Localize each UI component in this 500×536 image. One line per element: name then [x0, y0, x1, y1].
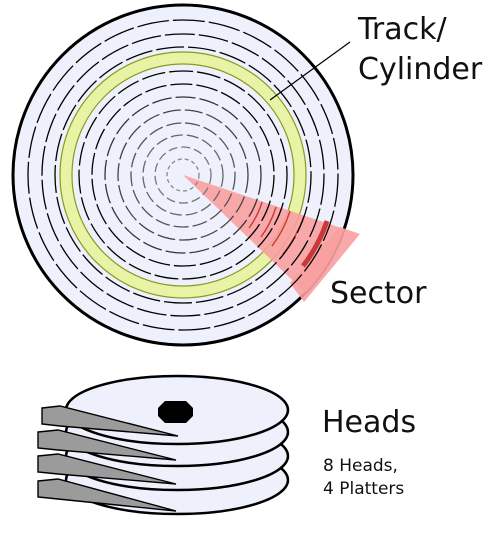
cylinder-label: Cylinder	[358, 52, 483, 87]
sector-highlight-segment	[301, 220, 330, 268]
disk-head-arm-icon	[37, 453, 177, 485]
platters-count-text: 4 Platters	[323, 479, 405, 499]
disk-head-arm-icon	[41, 405, 179, 437]
highlighted-track	[60, 52, 306, 298]
track-leader-line	[269, 41, 351, 101]
platter-top-view	[11, 3, 360, 347]
heads-group	[37, 405, 179, 512]
highlighted-track-inner-border	[71, 63, 295, 287]
track-label: Track/	[358, 12, 447, 47]
disk-head-arm-icon	[37, 478, 177, 512]
tracks	[27, 19, 339, 331]
disk-head-arm-icon	[37, 429, 177, 461]
heads-label: Heads	[322, 405, 417, 440]
highlighted-track-outer-border	[59, 51, 307, 299]
spindle-hub-icon	[158, 401, 193, 423]
sector-wedge-tip	[290, 227, 360, 302]
heads-count-text: 8 Heads,	[323, 456, 398, 476]
platter-stack	[37, 374, 290, 516]
sector-label: Sector	[330, 276, 427, 311]
